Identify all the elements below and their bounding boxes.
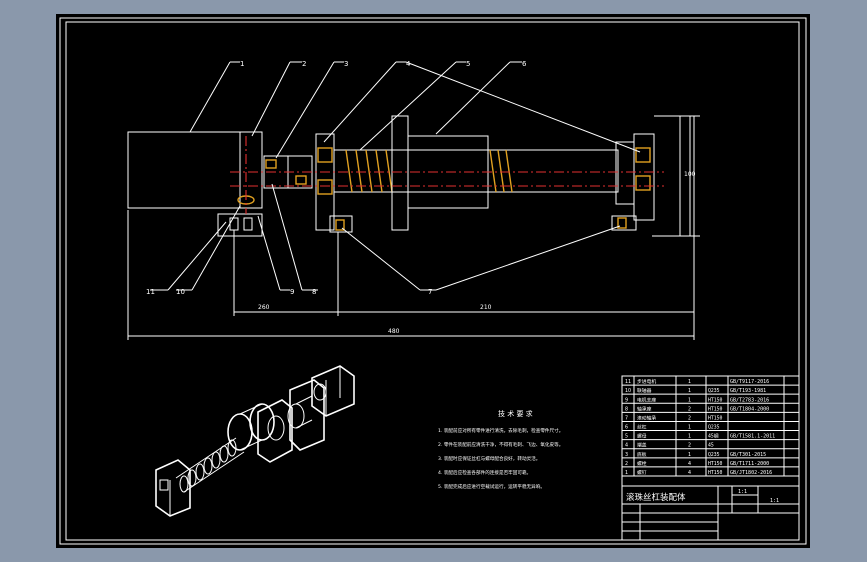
bom-std: GB/T1581.1-2011 <box>730 434 775 440</box>
bom-name: 底板 <box>637 451 647 458</box>
nut-flange <box>391 115 409 231</box>
main-view: 1 2 3 4 5 6 11 10 9 8 7 260 210 480 100 <box>127 60 700 340</box>
bom-material: Q235 <box>708 388 720 394</box>
bom-material: HT150 <box>708 470 723 476</box>
motor-body <box>127 131 241 209</box>
bom-no: 9 <box>625 397 628 403</box>
bom-qty: 4 <box>688 461 691 467</box>
bom-qty: 1 <box>688 388 691 394</box>
part-label: 8 <box>312 288 316 296</box>
tech-line: 5. 装配完成后应进行空载试运行，运转平稳无异响。 <box>438 483 545 490</box>
motor-flange <box>239 131 263 209</box>
scale-value: 1:1 <box>738 489 747 495</box>
part-label: 6 <box>522 60 527 68</box>
bom-qty: 1 <box>688 379 691 385</box>
outer-border <box>59 17 807 545</box>
bom-name: 螺钉 <box>637 469 647 476</box>
bom-no: 8 <box>625 406 628 412</box>
part-label: 7 <box>428 288 432 296</box>
bom-material: HT150 <box>708 397 723 403</box>
bom-material: HT150 <box>708 415 723 421</box>
bom-material: 45钢 <box>708 433 719 440</box>
screw-thread-left <box>345 149 393 193</box>
bom-material: Q235 <box>708 425 720 431</box>
bom-std: GB/T9117-2016 <box>730 379 769 385</box>
drawing-title: 滚珠丝杠装配体 <box>626 492 686 503</box>
bom-name: 端盖 <box>637 442 647 449</box>
bom-no: 10 <box>625 388 631 394</box>
inner-border <box>65 21 800 541</box>
bom-name: 联轴器 <box>637 387 652 394</box>
leaders <box>150 61 641 291</box>
bom-name: 螺母 <box>637 433 647 440</box>
tech-line: 1. 装配前应对所有零件进行清洗，去除毛刺，检查零件尺寸。 <box>438 427 563 434</box>
bom-std: GB/T1711-2000 <box>730 461 769 467</box>
bom-no: 1 <box>625 470 628 476</box>
bom-material: 45 <box>708 443 714 449</box>
motor-support <box>217 213 263 237</box>
bom-qty: 2 <box>688 443 691 449</box>
bom-name: 步进电机 <box>637 378 656 385</box>
tech-requirements: 技 术 要 求 1. 装配前应对所有零件进行清洗，去除毛刺，检查零件尺寸。 2.… <box>438 409 563 490</box>
bom-std: GB/T2783-2016 <box>730 397 769 403</box>
right-bearing <box>635 147 651 163</box>
bom-qty: 1 <box>688 397 691 403</box>
bom-material: Q235 <box>708 452 720 458</box>
bom-name: 滚动轴承 <box>637 414 656 421</box>
bom-qty: 4 <box>688 470 691 476</box>
part-label: 9 <box>290 288 294 296</box>
part-label: 3 <box>344 60 348 68</box>
bom-qty: 2 <box>688 406 691 412</box>
bom-name: 丝杠 <box>637 424 647 431</box>
tech-line: 4. 装配后应检查各部件的连接是否牢固可靠。 <box>438 469 531 476</box>
sheet-value: 1:1 <box>770 498 779 504</box>
bom-no: 2 <box>625 461 628 467</box>
bom-qty: 1 <box>688 452 691 458</box>
bom-std: GB/JT1802-2016 <box>730 470 772 476</box>
dim-left: 260 <box>258 304 270 311</box>
part-label: 10 <box>176 288 185 296</box>
dim-height: 100 <box>684 171 696 178</box>
tech-line: 2. 零件在装配前应清洗干净，不得有毛刺、飞边、氧化皮等。 <box>438 441 563 448</box>
part-label: 4 <box>406 60 411 68</box>
bom-name: 螺栓 <box>637 460 647 467</box>
part-label: 5 <box>466 60 470 68</box>
drawing-sheet <box>56 14 810 548</box>
bom-std: GB/T193-1981 <box>730 388 766 394</box>
bom-no: 5 <box>625 434 628 440</box>
right-bearing-seat <box>615 141 635 205</box>
bom-std: GB/T301-2015 <box>730 452 766 458</box>
part-label: 2 <box>302 60 306 68</box>
tech-title: 技 术 要 求 <box>498 409 533 418</box>
bom-qty: 1 <box>688 425 691 431</box>
bom-material: HT150 <box>708 461 723 467</box>
bom-no: 3 <box>625 452 628 458</box>
bom-no: 11 <box>625 379 631 385</box>
tech-line: 3. 装配时应保证丝杠与螺母配合良好，转动灵活。 <box>438 455 540 462</box>
part-label: 1 <box>240 60 244 68</box>
dim-overall: 480 <box>388 328 400 335</box>
bom-material: HT150 <box>708 406 723 412</box>
bom-qty: 1 <box>688 434 691 440</box>
screw-thread-right <box>489 149 513 193</box>
bom-no: 6 <box>625 425 628 431</box>
left-bearing <box>317 147 333 163</box>
part-numbers: 1 2 3 4 5 6 11 10 9 8 7 <box>146 60 527 296</box>
bom-qty: 2 <box>688 415 691 421</box>
dimensions <box>127 116 695 340</box>
bom-name: 轴承座 <box>637 405 652 412</box>
part-label: 11 <box>146 288 155 296</box>
dim-middle: 210 <box>480 304 492 311</box>
bom-no: 7 <box>625 415 628 421</box>
ball-screw-shaft <box>333 149 619 193</box>
bom-no: 4 <box>625 443 628 449</box>
bom-name: 电机支座 <box>637 396 656 403</box>
isometric-view <box>155 365 355 517</box>
bom-std: GB/T1804-2000 <box>730 406 769 412</box>
